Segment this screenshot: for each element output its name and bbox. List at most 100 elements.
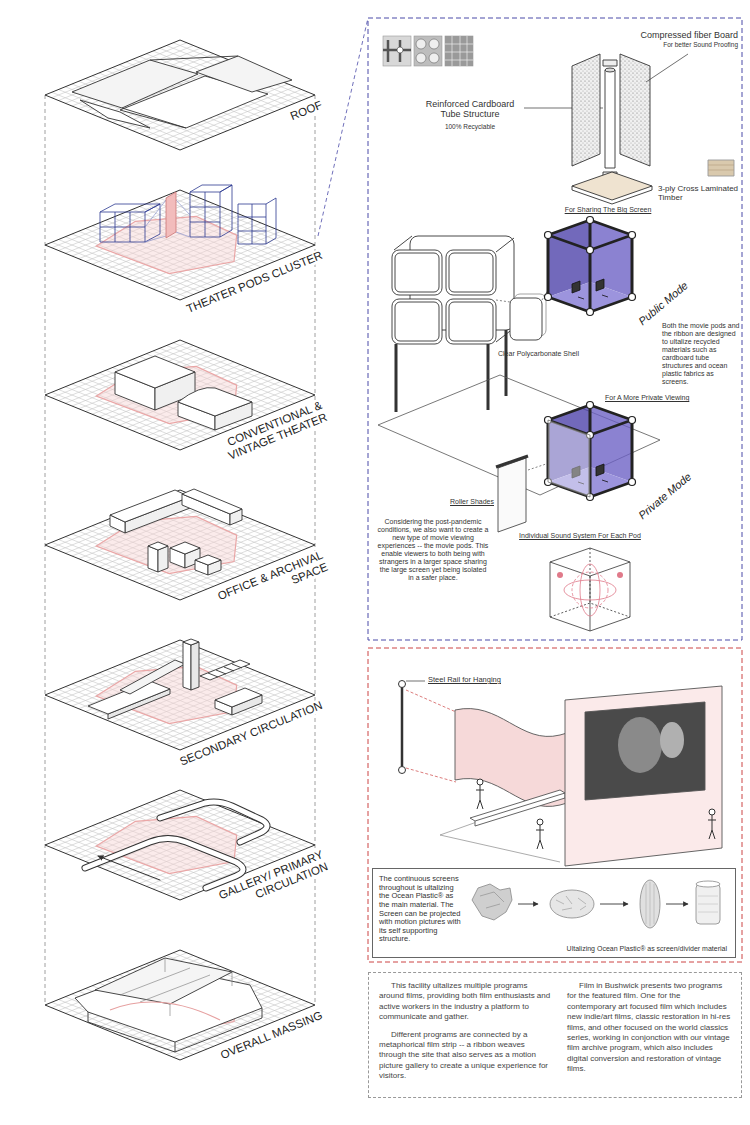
layer-guide-line [45,95,46,1005]
caption-text: Ultalizing Ocean Plastic® as screen/divi… [567,945,727,953]
pod-stack [395,302,439,341]
wall-assembly [572,54,600,166]
human-figure [537,819,543,825]
material-photo [445,36,473,66]
pod-cluster-wire [190,185,232,237]
note-text: Considering the post-pandemic conditions… [376,518,490,582]
material-photo [414,36,442,66]
human-figure [477,779,483,785]
callout-label: Reinforced Cardboard Tube Structure [420,99,520,120]
callout-label: For Sharing The Big Screen [556,206,660,214]
secondary-circulation [88,639,262,719]
paragraph-text: Film in Bushwick presents two programs f… [567,981,731,1075]
human-figure [476,779,716,849]
callout-label: Individual Sound System For Each Pod [505,532,655,540]
material-photo [416,39,426,49]
ocean-plastic-step [696,881,720,887]
wall-assembly [605,68,615,72]
floor-plate [45,190,315,300]
wall-assembly [572,186,652,204]
material-photo [445,36,473,66]
sound-system [617,572,623,578]
secondary-circulation [208,664,242,677]
secondary-circulation [183,642,191,690]
wall-assembly [646,54,688,82]
steel-rail [401,684,404,770]
pod-stack [449,302,493,341]
callout-label: Roller Shades [436,498,494,506]
secondary-circulation [120,660,185,694]
office-volume [110,489,242,575]
wall-assembly [572,172,652,200]
ocean-plastic-step [480,892,504,908]
pod-detail-panel [368,18,742,640]
secondary-circulation [191,642,199,690]
gallery-ribbon [160,802,267,842]
office-volume [195,555,221,565]
floor-plate [45,640,315,750]
ocean-plastic-step [556,896,586,910]
material-photo [397,47,403,53]
process-arrow [666,904,688,905]
pod-screen [166,192,176,238]
material-photo [416,53,426,63]
steel-rail [406,690,456,782]
text-column: This facility ultalizes multiple program… [379,981,551,1089]
roof-drawing [122,56,238,128]
steel-rail [399,767,406,774]
steel-rail [399,681,406,688]
callout-label: 3-ply Cross Laminated Timber [658,184,740,202]
callout-label: Clear Polycarbonate Shell [498,350,590,358]
human-figure [536,825,544,849]
floor-plate [45,950,315,1060]
sound-system [572,572,608,608]
pod-stack [395,253,439,292]
office-volume [148,542,168,550]
ribbon-footprint [86,507,271,582]
ribbon-screen [470,790,565,826]
note-text: Both the movie pods and the ribbon are d… [662,322,740,386]
overall-massing [110,1002,220,1020]
sound-system [557,572,563,578]
ocean-plastic-step [550,890,594,918]
ocean-plastic-step [472,884,512,920]
ocean-plastic-step [472,880,720,928]
callout-label: Steel Rail for Hanging [428,676,538,685]
ribbon-screen [618,717,662,773]
ribbon-screen [565,686,722,866]
wall-assembly [603,60,617,66]
sound-system [550,548,630,631]
process-arrow [518,904,688,905]
pod-stack [496,290,548,302]
roller-shade [496,456,546,532]
pod-stack [446,299,496,344]
gallery-ribbon [85,839,243,889]
floor-plate [45,40,315,1060]
process-arrow [600,904,628,905]
private-shade [548,420,590,497]
theater-volume [115,356,195,388]
callout-label: For A More Private Viewing [605,394,717,402]
paragraph-text: Different programs are connected by a me… [379,1030,551,1082]
ocean-plastic-step [640,880,660,928]
wall-assembly [605,70,615,168]
pod-stack [392,250,442,295]
office-volume [158,546,168,572]
description-box: This facility ultalizes multiple program… [368,972,742,1098]
mode-label: Private Mode [636,470,694,521]
ribbon-detail-panel [368,648,742,962]
overall-massing [95,958,232,1004]
roller-shade [528,464,546,470]
roller-shade [496,456,528,467]
callout-sublabel: 100% Recyclable [420,123,520,130]
overall-massing [120,958,232,1016]
pod-cluster-wire [238,198,276,244]
ocean-plastic-step [696,884,720,924]
secondary-circulation [200,660,250,680]
theater-volume [178,388,252,416]
zoom-guide-line [318,18,368,236]
gallery-ribbon [160,802,267,842]
material-photo [383,36,411,66]
ribbon-footprint [86,657,271,732]
